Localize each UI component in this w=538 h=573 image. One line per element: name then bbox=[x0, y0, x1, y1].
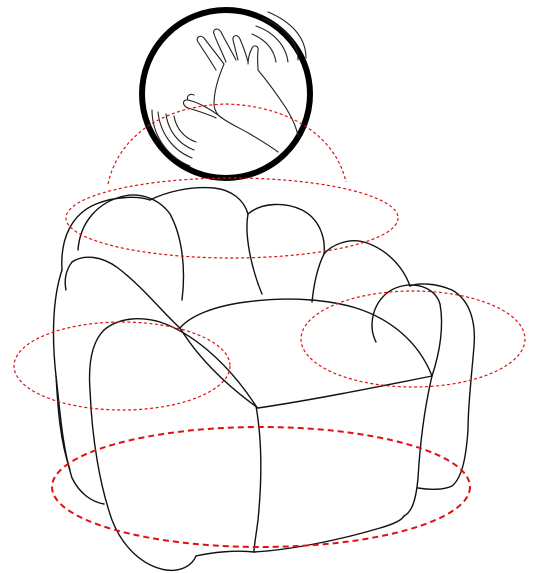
hand-touch-badge bbox=[142, 10, 310, 178]
sensor-zones bbox=[14, 104, 525, 547]
left-armrest-zone bbox=[14, 322, 230, 410]
right-armrest-zone bbox=[301, 291, 525, 387]
armchair bbox=[54, 188, 475, 571]
backrest-zone bbox=[66, 178, 398, 258]
badge-ring bbox=[142, 10, 310, 178]
